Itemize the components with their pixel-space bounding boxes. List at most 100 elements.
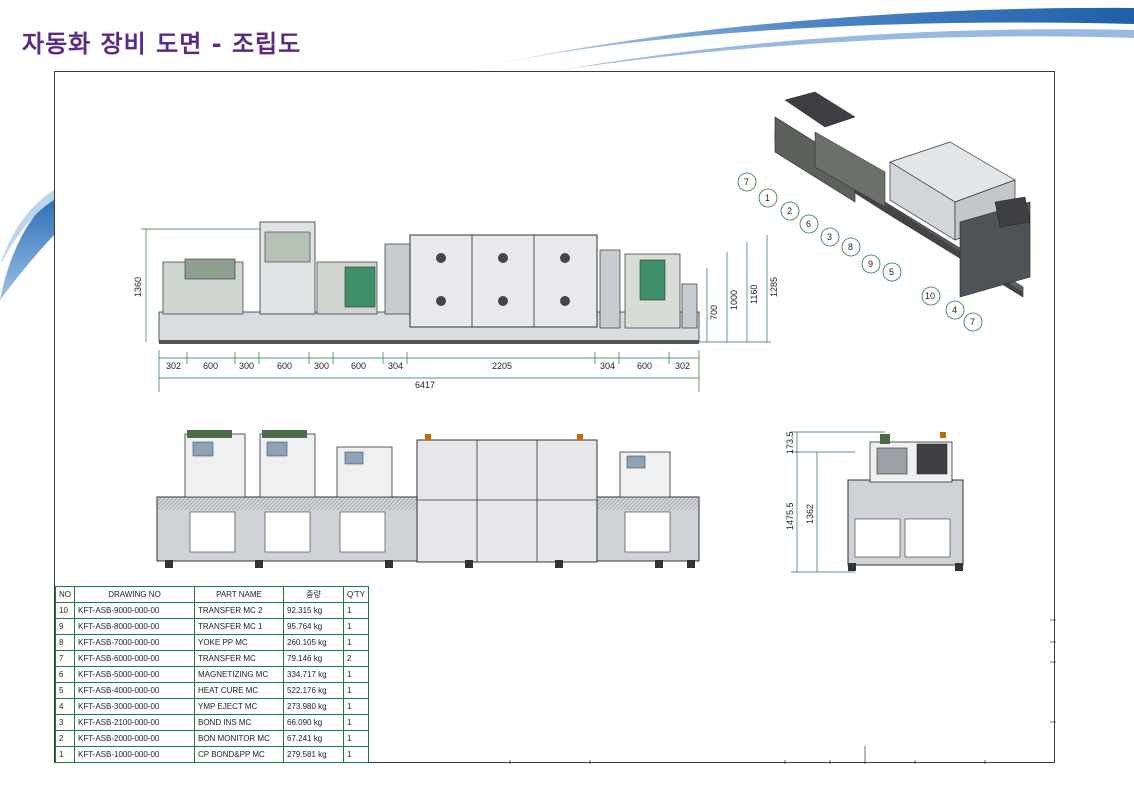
callout-1: 1 [765, 193, 770, 203]
front-view: 302 600 300 600 300 600 304 2205 304 600… [133, 221, 779, 392]
bom-header-drawing-no: DRAWING NO [74, 586, 195, 603]
bom-weight: 334.717 kg [283, 666, 344, 683]
callout-3: 3 [827, 232, 832, 242]
dim-front-w-5: 300 [314, 361, 329, 371]
bom-part-name: MAGNETIZING MC [194, 666, 284, 683]
bom-no: 6 [55, 666, 75, 683]
bom-qty: 2 [343, 650, 369, 667]
dim-side-inner: 1362 [805, 504, 815, 524]
dim-front-h-2: 1000 [729, 290, 739, 310]
table-row: 2 KFT-ASB-2000-000-00 BON MONITOR MC 67.… [55, 730, 369, 747]
table-row: 4 KFT-ASB-3000-000-00 YMP EJECT MC 273.9… [55, 698, 369, 715]
table-row: 3 KFT-ASB-2100-000-00 BOND INS MC 66.090… [55, 714, 369, 731]
dim-front-w-1: 302 [166, 361, 181, 371]
bom-part-name: YMP EJECT MC [194, 698, 284, 715]
bom-no: 9 [55, 618, 75, 635]
bom-qty: 1 [343, 746, 369, 763]
table-row: 7 KFT-ASB-6000-000-00 TRANSFER MC 79.146… [55, 650, 369, 667]
bom-weight: 279.581 kg [283, 746, 344, 763]
dim-front-left-height: 1360 [133, 277, 143, 297]
bom-drawing-no: KFT-ASB-3000-000-00 [74, 698, 195, 715]
bom-qty: 1 [343, 618, 369, 635]
bom-weight: 522.176 kg [283, 682, 344, 699]
bom-qty: 1 [343, 730, 369, 747]
bom-part-name: HEAT CURE MC [194, 682, 284, 699]
callout-4: 4 [952, 305, 957, 315]
callout-9: 9 [868, 259, 873, 269]
bom-part-name: TRANSFER MC [194, 650, 284, 667]
bom-part-name: YOKE PP MC [194, 634, 284, 651]
bom-drawing-no: KFT-ASB-2000-000-00 [74, 730, 195, 747]
callout-5: 5 [889, 267, 894, 277]
bom-drawing-no: KFT-ASB-9000-000-00 [74, 602, 195, 619]
table-row: 10 KFT-ASB-9000-000-00 TRANSFER MC 2 92.… [55, 602, 369, 619]
dim-front-h-4: 1285 [769, 277, 779, 297]
rear-view [156, 430, 700, 568]
bom-qty: 1 [343, 698, 369, 715]
dim-side-total: 1475.5 [785, 502, 795, 530]
dim-front-w-6: 600 [351, 361, 366, 371]
dim-front-w-8: 2205 [492, 361, 512, 371]
bom-part-name: BON MONITOR MC [194, 730, 284, 747]
bom-part-name: CP BOND&PP MC [194, 746, 284, 763]
callout-6: 6 [806, 219, 811, 229]
bom-drawing-no: KFT-ASB-6000-000-00 [74, 650, 195, 667]
dim-front-overall-width: 6417 [415, 380, 435, 390]
dim-front-w-10: 600 [637, 361, 652, 371]
bom-part-name: TRANSFER MC 1 [194, 618, 284, 635]
table-row: 6 KFT-ASB-5000-000-00 MAGNETIZING MC 334… [55, 666, 369, 683]
bom-header-no: NO [55, 586, 75, 603]
front-dim-ticks [186, 352, 670, 364]
page-title: 자동화 장비 도면 - 조립도 [22, 30, 302, 58]
callout-10: 10 [925, 291, 935, 301]
table-row: 5 KFT-ASB-4000-000-00 HEAT CURE MC 522.1… [55, 682, 369, 699]
bom-drawing-no: KFT-ASB-2100-000-00 [74, 714, 195, 731]
bom-no: 4 [55, 698, 75, 715]
bom-weight: 95.764 kg [283, 618, 344, 635]
bom-qty: 1 [343, 682, 369, 699]
bom-no: 8 [55, 634, 75, 651]
table-row: 8 KFT-ASB-7000-000-00 YOKE PP MC 260.105… [55, 634, 369, 651]
bom-no: 10 [55, 602, 75, 619]
iso-callouts [737, 172, 983, 332]
bom-no: 2 [55, 730, 75, 747]
dim-front-w-3: 300 [239, 361, 254, 371]
bom-header-row: NO DRAWING NO PART NAME 중량 Q'TY [55, 586, 369, 603]
dim-front-h-1: 700 [709, 305, 719, 320]
bom-no: 7 [55, 650, 75, 667]
callout-7b: 7 [970, 317, 975, 327]
bom-drawing-no: KFT-ASB-1000-000-00 [74, 746, 195, 763]
bom-qty: 1 [343, 714, 369, 731]
bom-weight: 67.241 kg [283, 730, 344, 747]
bom-drawing-no: KFT-ASB-4000-000-00 [74, 682, 195, 699]
bom-header-weight: 중량 [283, 586, 344, 603]
bom-weight: 92.315 kg [283, 602, 344, 619]
bom-header-part-name: PART NAME [194, 586, 284, 603]
assembly-drawing: 302 600 300 600 300 600 304 2205 304 600… [133, 91, 1056, 764]
bom-part-name: TRANSFER MC 2 [194, 602, 284, 619]
dim-side-top: 173.5 [785, 431, 795, 454]
callout-2: 2 [787, 206, 792, 216]
bom-no: 5 [55, 682, 75, 699]
table-row: 9 KFT-ASB-8000-000-00 TRANSFER MC 1 95.7… [55, 618, 369, 635]
dim-front-w-2: 600 [203, 361, 218, 371]
dim-front-w-9: 304 [600, 361, 615, 371]
bill-of-materials-table: NO DRAWING NO PART NAME 중량 Q'TY 10 KFT-A… [55, 586, 369, 763]
callout-8: 8 [848, 242, 853, 252]
bom-no: 1 [55, 746, 75, 763]
header-swoosh [470, 0, 1134, 70]
table-row: 1 KFT-ASB-1000-000-00 CP BOND&PP MC 279.… [55, 746, 369, 763]
bom-no: 3 [55, 714, 75, 731]
bom-drawing-no: KFT-ASB-8000-000-00 [74, 618, 195, 635]
side-view: 173.5 1475.5 1362 [785, 431, 964, 573]
bom-qty: 1 [343, 666, 369, 683]
isometric-view [774, 91, 1031, 298]
left-swoosh [0, 195, 54, 300]
drawing-sheet: 302 600 300 600 300 600 304 2205 304 600… [54, 71, 1056, 764]
dim-front-h-3: 1160 [749, 285, 759, 304]
bom-qty: 1 [343, 602, 369, 619]
title-block [509, 619, 1056, 764]
dim-front-w-11: 302 [675, 361, 690, 371]
bom-header-qty: Q'TY [343, 586, 369, 603]
